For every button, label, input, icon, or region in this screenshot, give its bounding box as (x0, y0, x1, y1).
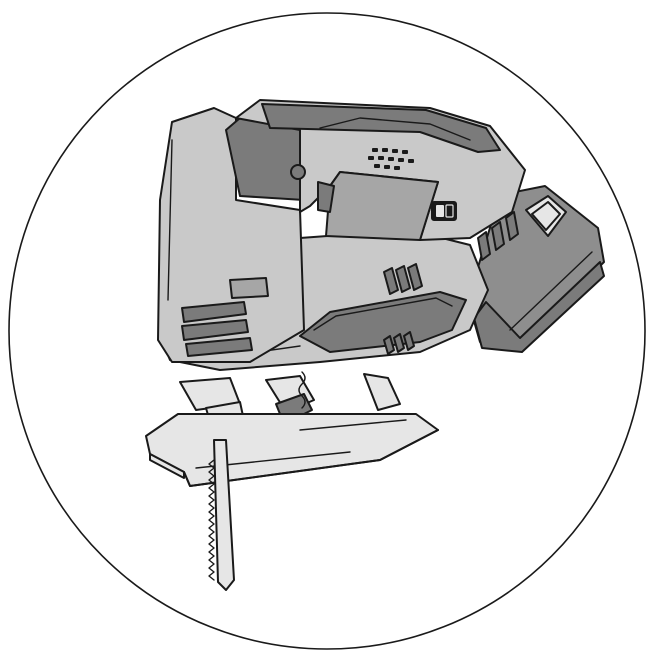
trigger (317, 181, 335, 213)
front-vents (181, 301, 253, 357)
grip-texture (368, 148, 414, 170)
jigsaw-tool (145, 99, 605, 591)
saw-blade (208, 439, 235, 591)
rear-vents (477, 211, 519, 261)
motor-vents (383, 263, 423, 295)
blade-teeth (208, 459, 215, 581)
front-nose (157, 107, 305, 363)
battery-pack (467, 185, 605, 353)
circle-frame (8, 12, 646, 650)
speed-switch (431, 201, 457, 221)
lower-vents (383, 331, 415, 355)
lock-button-icon (290, 164, 306, 180)
